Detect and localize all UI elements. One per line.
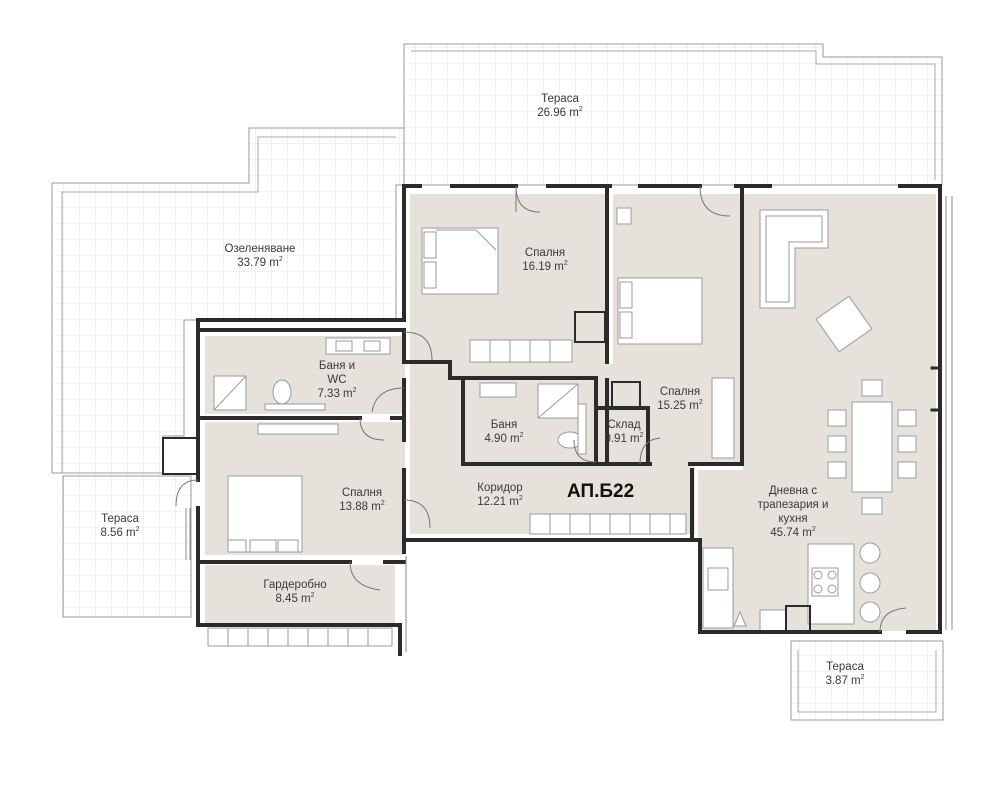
room-area: 13.88 m2 [339,500,385,513]
room-area: 33.79 m2 [237,256,283,269]
windows [185,196,953,652]
room-name: Коридор [477,482,523,494]
room-name: Озеленяване [224,243,296,255]
room-label-greenery: Озеленяване 33.79 m2 [205,242,315,270]
room-name: Тераса [826,661,864,673]
door-swings [175,185,907,633]
room-area: 8.45 m2 [275,592,315,605]
room-label-bedroom-2: Спалня 15.25 m2 [635,385,725,413]
bed-icon [227,475,303,553]
wardrobe-icon [711,377,735,459]
sofa-icon [759,209,829,309]
room-label-storage: Склад 0.91 m2 [598,418,650,446]
room-area: 16.19 m2 [522,260,568,273]
room-area: 45.74 m2 [770,526,816,539]
room-area: 3.87 m2 [825,674,865,687]
room-name: Тераса [541,93,579,105]
room-label-bath-wc: Баня и WC 7.33 m2 [297,359,377,401]
furniture [207,207,917,647]
room-label-bedroom-1: Спалня 16.19 m2 [500,246,590,274]
room-area: 4.90 m2 [484,432,524,445]
greenery-area [51,127,405,474]
terrace-left-area [62,475,192,618]
terrace-bottom-area [790,640,944,721]
wardrobe-icon [469,339,573,363]
wardrobe-icon [529,513,687,535]
closet-icon [207,627,393,647]
room-name: Спалня [524,247,566,259]
room-label-living: Дневна с трапезария и кухня 45.74 m2 [745,484,841,540]
room-name: Баня [490,419,518,431]
room-area: 8.56 m2 [100,526,140,539]
room-label-terrace-bottom: Тераса 3.87 m2 [805,660,885,688]
room-name: Баня и WC [318,360,356,386]
room-area: 0.91 m2 [604,432,644,445]
dining-table-icon [851,401,893,493]
room-label-wardrobe: Гардеробно 8.45 m2 [240,578,350,606]
room-name: Спалня [659,386,701,398]
room-name: Дневна с трапезария и кухня [757,485,829,525]
room-area: 26.96 m2 [537,106,583,119]
sink-icon [479,382,517,398]
wardrobe-floor [205,565,395,625]
room-area: 15.25 m2 [657,399,703,412]
room-name: Склад [607,419,641,431]
walls [162,184,942,656]
armchair-icon [815,295,873,353]
room-label-bedroom-3: Спалня 13.88 m2 [322,486,402,514]
room-name: Спалня [341,487,383,499]
room-label-terrace-left: Тераса 8.56 m2 [80,512,160,540]
room-label-bath: Баня 4.90 m2 [474,418,534,446]
room-name: Тераса [101,513,139,525]
room-area: 7.33 m2 [317,387,357,400]
room-area: 12.21 m2 [477,495,523,508]
terrace-top-area [403,43,943,186]
toilet-icon [272,379,292,405]
room-name: Гардеробно [263,579,327,591]
apartment-id: АП.Б22 [567,481,635,502]
room-label-terrace-top: Тераса 26.96 m2 [505,92,615,120]
room-label-corridor: Коридор 12.21 m2 [455,481,545,509]
